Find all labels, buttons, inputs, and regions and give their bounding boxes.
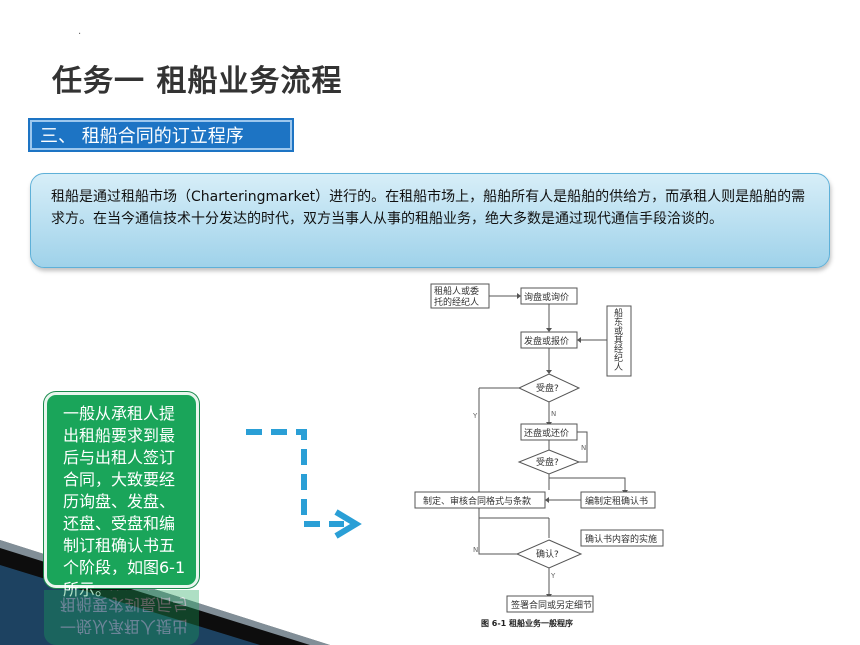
flow-owner-c4: 其 (614, 335, 623, 346)
flow-node-implement-label: 确认书内容的实施 (585, 533, 657, 545)
decorative-dot: . (78, 26, 82, 37)
flow-node-sign-label: 签署合同或另定细节 (511, 599, 592, 611)
flow-node-owner (606, 305, 632, 377)
flow-owner-c3: 或 (614, 325, 623, 337)
stages-note-reflection: 一般从承租人提出租船要求到最后与出租人签订合同，大致要经历询盘、发盘、还盘、受盘… (44, 590, 199, 645)
flow-owner-c7: 人 (614, 362, 623, 373)
flowchart-caption: 图 6-1 租船业务一般程序 (481, 618, 573, 628)
flow-node-charterer-line1: 租船人或委 (434, 285, 479, 297)
flow-node-sign (506, 595, 594, 613)
flow-label-y-1: Y (472, 412, 478, 420)
flow-owner-c2: 东 (614, 316, 623, 328)
flow-node-charterer-line2: 托的经纪人 (434, 296, 479, 308)
flow-label-n-1: N (551, 410, 556, 418)
flow-owner-c1: 船 (614, 307, 623, 319)
charter-flowchart: 租船人或委 托的经纪人 询盘或询价 船 东 或 其 经 纪 人 发盘或报价 受盘… (414, 283, 664, 628)
page-title: 任务一 租船业务流程 (52, 64, 343, 99)
stages-note-reflection-text: 一般从承租人提出租船要求到最后与出租人签订合同，大致要经历询盘、发盘、还盘、受盘… (60, 590, 189, 636)
flow-label-n-3: N (473, 546, 478, 554)
flow-node-counter-label: 还盘或还价 (524, 427, 569, 439)
flow-node-fixture-label: 编制定租确认书 (585, 495, 648, 507)
flow-node-offer-label: 发盘或报价 (524, 335, 569, 347)
intro-textbox: 租船是通过租船市场（Charteringmarket）进行的。在租船市场上，船舶… (30, 173, 830, 268)
flow-owner-c6: 纪 (614, 352, 623, 364)
dashed-arrow (246, 429, 362, 539)
flow-node-implement (580, 529, 664, 547)
stages-note-text: 一般从承租人提出租船要求到最后与出租人签订合同，大致要经历询盘、发盘、还盘、受盘… (63, 404, 186, 599)
flow-node-inquiry-label: 询盘或询价 (524, 291, 569, 303)
flow-label-y-2: Y (550, 572, 556, 580)
stages-note-box: 一般从承租人提出租船要求到最后与出租人签订合同，大致要经历询盘、发盘、还盘、受盘… (44, 392, 199, 599)
flow-owner-c5: 经 (614, 343, 623, 355)
flow-node-charterer (430, 283, 490, 309)
flow-node-draft-label: 制定、审核合同格式与条款 (423, 495, 531, 507)
flow-decision-accept-2-label: 受盘? (536, 456, 559, 468)
section-heading: 三、 租船合同的订立程序 (30, 120, 292, 150)
intro-text: 租船是通过租船市场（Charteringmarket）进行的。在租船市场上，船舶… (51, 189, 806, 227)
flow-decision-accept-1-label: 受盘? (536, 382, 559, 394)
flow-label-n-2: N (581, 444, 586, 452)
flow-decision-confirm-label: 确认? (536, 548, 559, 560)
